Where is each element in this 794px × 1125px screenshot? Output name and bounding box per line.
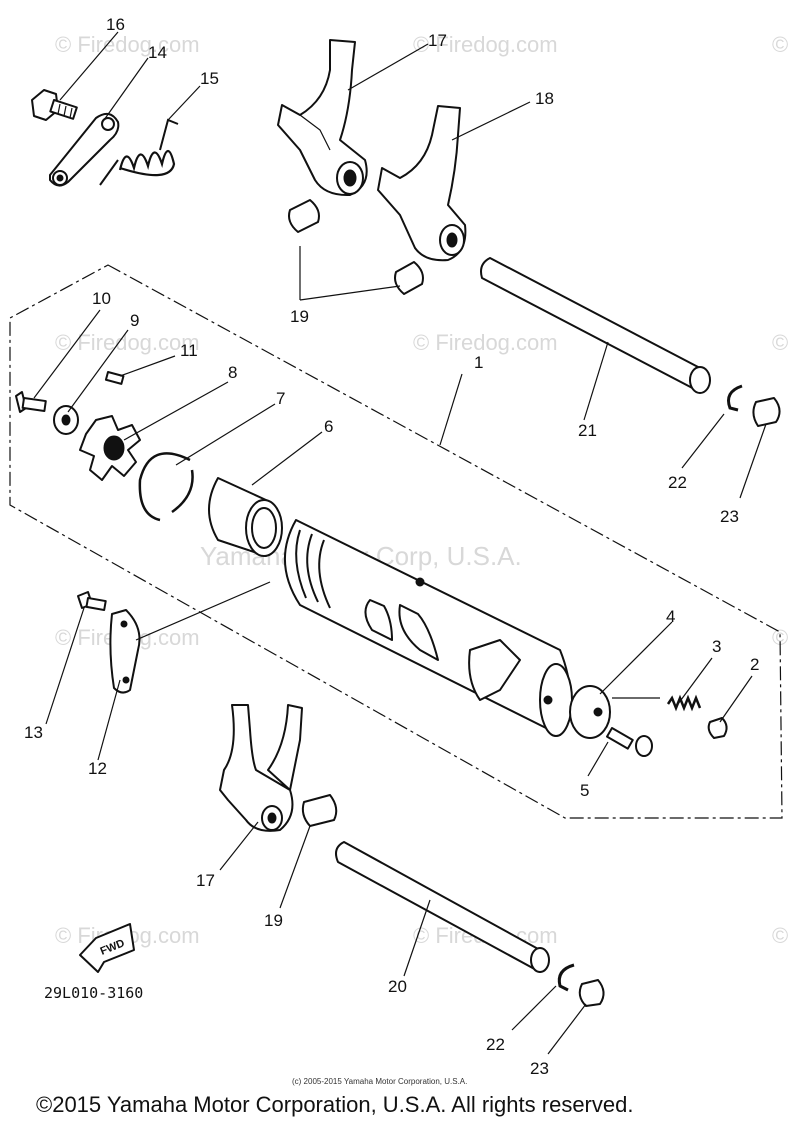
part-20-shift-shaft xyxy=(335,841,550,973)
callout-4: 4 xyxy=(666,607,675,626)
callout-13: 13 xyxy=(24,723,43,742)
callout-23: 23 xyxy=(720,507,739,526)
part-4-plate xyxy=(569,685,611,739)
part-11-pin xyxy=(104,371,125,385)
callout-8: 8 xyxy=(228,363,237,382)
callout-19-lower: 19 xyxy=(264,911,283,930)
part-22-23-clip-cap-lower xyxy=(557,963,605,1007)
assembly-boundary xyxy=(9,264,783,819)
copyright-footer: ©2015 Yamaha Motor Corporation, U.S.A. A… xyxy=(36,1092,633,1117)
watermark-symbol: © xyxy=(772,330,788,355)
callout-15: 15 xyxy=(200,69,219,88)
leader-lines xyxy=(33,31,767,1055)
part-3-spring xyxy=(666,694,702,712)
small-copyright: (c) 2005-2015 Yamaha Motor Corporation, … xyxy=(292,1077,467,1086)
part-6-bearing xyxy=(208,477,283,557)
part-18-shift-fork xyxy=(377,105,467,262)
callout-23-lower: 23 xyxy=(530,1059,549,1078)
callout-20: 20 xyxy=(388,977,407,996)
callout-17-lower: 17 xyxy=(196,871,215,890)
part-21-shift-shaft xyxy=(480,257,711,394)
part-17-shift-fork-lower xyxy=(219,704,303,832)
callout-12: 12 xyxy=(88,759,107,778)
callout-6: 6 xyxy=(324,417,333,436)
callout-5: 5 xyxy=(580,781,589,800)
callout-21: 21 xyxy=(578,421,597,440)
part-7-circlip xyxy=(138,452,194,522)
watermark-symbol: © xyxy=(772,923,788,948)
part-2-pin xyxy=(707,717,728,739)
part-10-screw xyxy=(15,391,47,413)
watermark: © Firedog.com xyxy=(413,330,558,355)
part-9-washer xyxy=(53,405,79,435)
callout-22: 22 xyxy=(668,473,687,492)
watermark-symbol: © xyxy=(772,32,788,57)
part-19-guide-pins xyxy=(288,199,424,827)
part-5-screw xyxy=(606,726,653,757)
part-13-screw xyxy=(77,591,107,611)
part-16-bolt xyxy=(31,89,78,121)
watermark-symbol: © xyxy=(772,625,788,650)
callout-9: 9 xyxy=(130,311,139,330)
diagram-code: 29L010-3160 xyxy=(44,984,143,1002)
callout-14: 14 xyxy=(148,43,167,62)
callout-11: 11 xyxy=(180,341,198,360)
part-22-23-clip-cap xyxy=(727,384,781,427)
callout-2: 2 xyxy=(750,655,759,674)
part-8-segment xyxy=(79,415,141,481)
callout-18: 18 xyxy=(535,89,554,108)
callout-7: 7 xyxy=(276,389,285,408)
part-1-shift-drum xyxy=(284,519,573,737)
callout-16: 16 xyxy=(106,15,125,34)
callout-17: 17 xyxy=(428,31,447,50)
callout-3: 3 xyxy=(712,637,721,656)
part-17-shift-fork-upper xyxy=(277,39,368,197)
callout-1: 1 xyxy=(474,353,483,372)
callout-10: 10 xyxy=(92,289,111,308)
watermark: © Firedog.com xyxy=(55,32,200,57)
callout-22-lower: 22 xyxy=(486,1035,505,1054)
part-14-stopper-lever xyxy=(49,112,120,187)
fwd-arrow-icon: FWD xyxy=(79,923,135,973)
watermark: © Firedog.com xyxy=(413,32,558,57)
callout-numbers: 16 14 15 17 18 19 10 9 11 8 7 6 1 21 22 … xyxy=(24,15,759,1078)
watermark: © Firedog.com xyxy=(55,330,200,355)
part-12-plate xyxy=(109,609,141,694)
callout-19: 19 xyxy=(290,307,309,326)
